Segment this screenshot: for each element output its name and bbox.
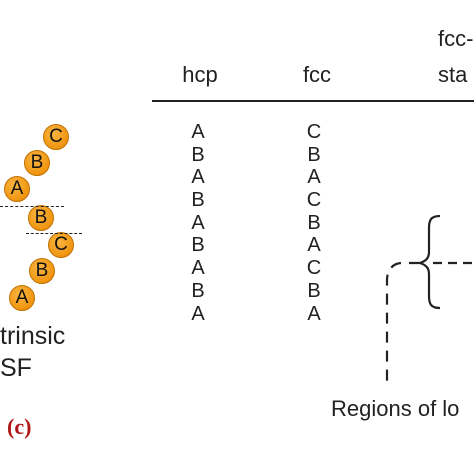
hcp-layer: A — [191, 121, 205, 143]
header-fcc: fcc — [302, 62, 332, 87]
header-rule — [152, 100, 474, 102]
fcc-layer: B — [307, 211, 321, 234]
atom-b-lower: B — [29, 258, 55, 284]
atom-b-upper: B — [24, 150, 50, 176]
hcp-layer: B — [191, 234, 205, 257]
header-third-line2: sta — [438, 62, 468, 87]
fault-type-label-line2: SF — [0, 354, 32, 382]
fault-type-label-line1: trinsic — [0, 322, 66, 350]
hcp-layer: A — [191, 302, 205, 325]
atom-b-fault: B — [28, 205, 54, 231]
fcc-layer: C — [306, 257, 322, 280]
atom-c-top: C — [43, 124, 69, 150]
hcp-layer: B — [191, 143, 205, 166]
dashed-connector-line — [385, 261, 420, 386]
fcc-layer: A — [307, 234, 321, 257]
hcp-layer: A — [191, 166, 205, 189]
hcp-layer: A — [191, 257, 205, 280]
fcc-layer: C — [306, 189, 322, 212]
hcp-layer: A — [191, 211, 205, 234]
fault-plane-upper-line — [0, 206, 64, 207]
regions-caption: Regions of lo — [331, 396, 460, 421]
hcp-layer: B — [191, 189, 205, 212]
hcp-layer: B — [191, 279, 205, 302]
atom-c-fault: C — [48, 232, 74, 258]
fcc-layer: B — [307, 143, 321, 166]
fcc-column: C B A C B A C B A — [299, 121, 329, 325]
fcc-layer: A — [307, 166, 321, 189]
header-third-line1: fcc- — [438, 26, 474, 51]
fcc-layer: A — [307, 302, 321, 325]
fault-plane-lower-line — [26, 233, 82, 234]
atom-a-lower: A — [9, 285, 35, 311]
curly-brace-icon — [416, 214, 441, 310]
atom-a-upper: A — [4, 176, 30, 202]
panel-label: (c) — [7, 414, 32, 439]
fcc-layer: C — [306, 121, 322, 143]
fcc-layer: B — [307, 279, 321, 302]
hcp-column: A B A B A B A B A — [183, 121, 213, 325]
header-hcp: hcp — [182, 62, 218, 87]
